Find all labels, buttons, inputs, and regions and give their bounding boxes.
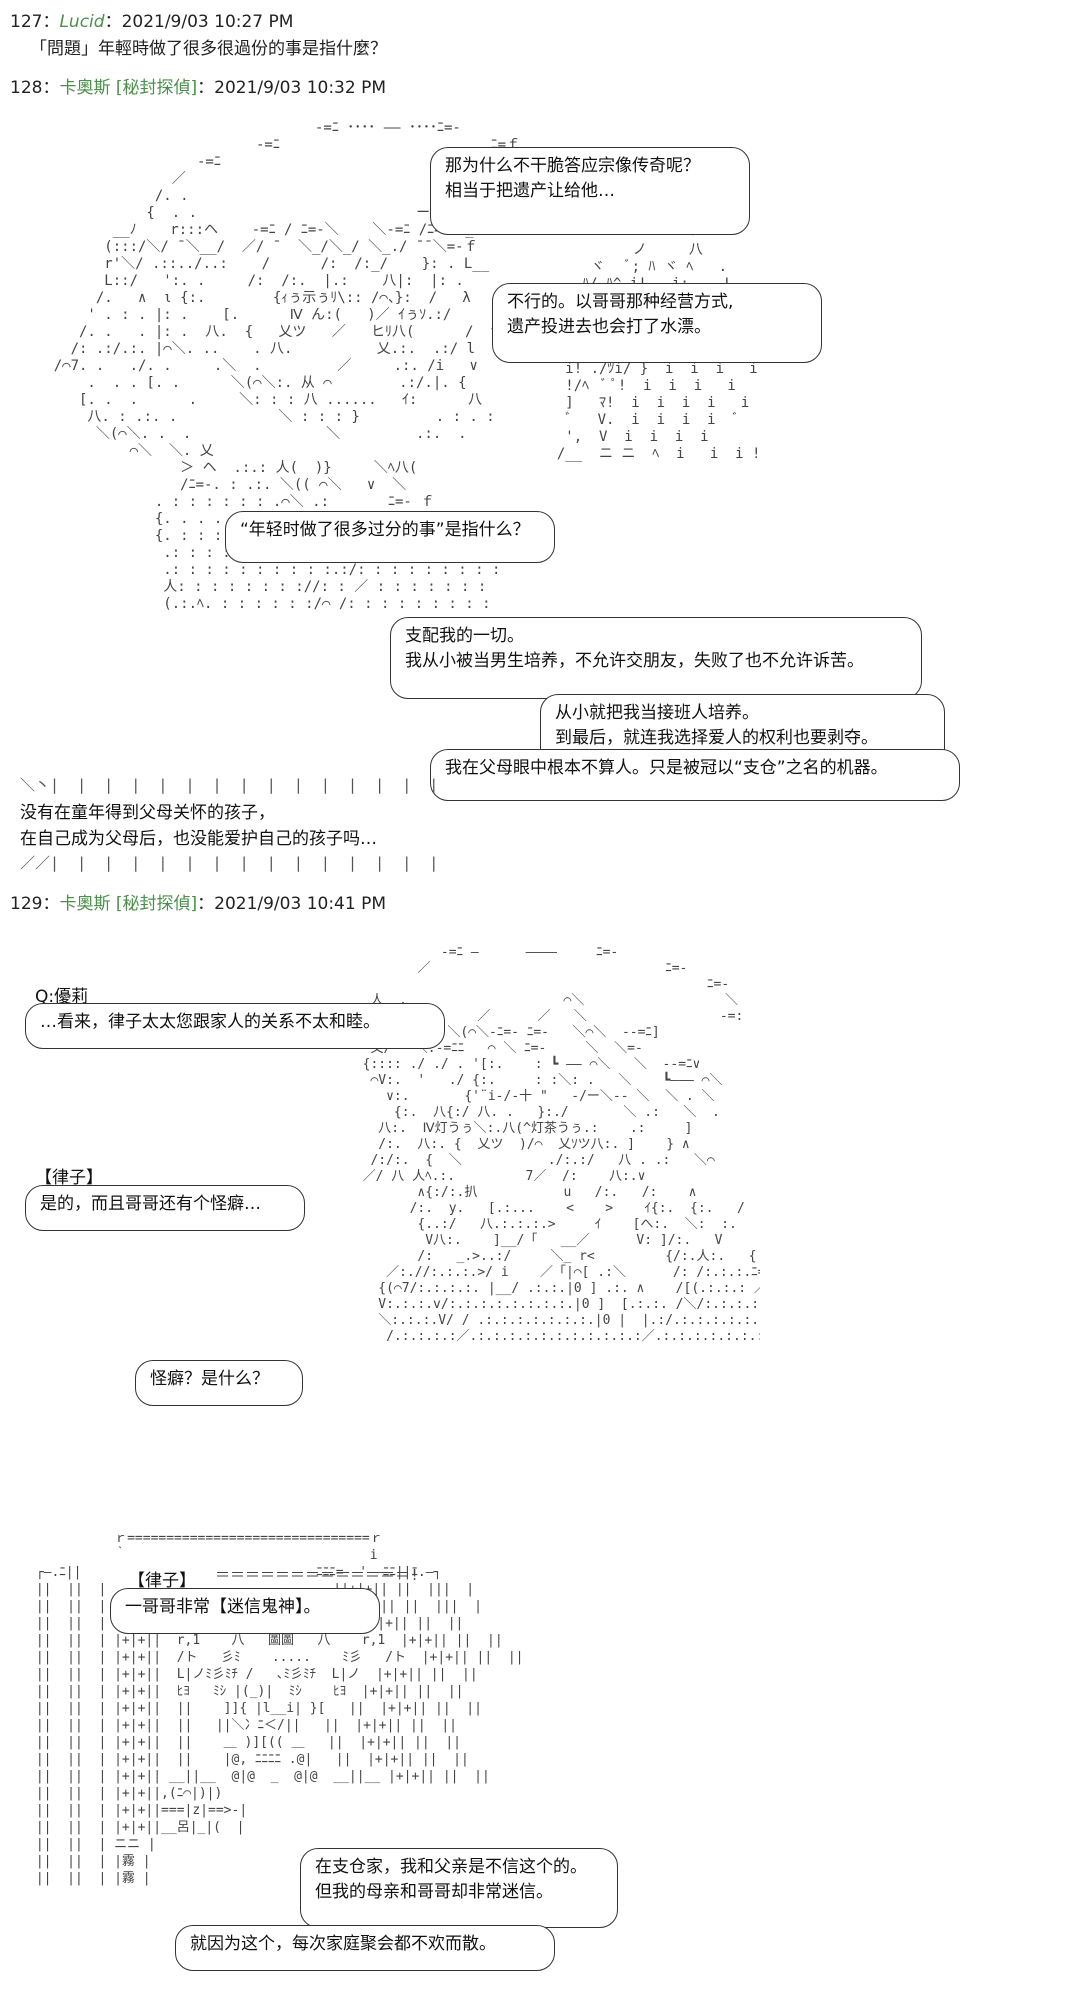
post-header-129: 129：卡奧斯 [秘封探偵]：2021/9/03 10:41 PM	[10, 894, 387, 914]
bubble-line: 怪癖？是什么？	[150, 1369, 269, 1389]
poster-name[interactable]: 卡奧斯 [秘封探偵]	[59, 78, 198, 98]
bubble-line: 但我的母亲和哥哥却非常迷信。	[315, 1882, 553, 1902]
speaker-label-r2: 【律子】	[128, 1571, 196, 1591]
speech-bubble-q2: 怪癖？是什么？	[135, 1360, 303, 1406]
bubble-line: 就因为这个，每次家庭聚会都不欢而散。	[190, 1934, 496, 1954]
speech-bubble-6: 我在父母眼中根本不算人。只是被冠以“支仓”之名的机器。	[430, 749, 960, 801]
caption-line: 没有在童年得到父母关怀的孩子，	[20, 803, 275, 823]
ascii-art-figure-2: -=ﾆ ― ―――― ﾆ=- ／ ﾆ=- ﾆ=- 人__. ⌒＼ ＼ ＼	[362, 945, 760, 1344]
post-body-127: 「問題」年輕時做了很多很過份的事是指什麼？	[30, 39, 387, 59]
poster-name[interactable]: 卡奧斯 [秘封探偵]	[59, 894, 198, 914]
post-header-128: 128：卡奧斯 [秘封探偵]：2021/9/03 10:32 PM	[10, 78, 387, 98]
speech-bubble-q1: …看来，律子太太您跟家人的关系不太和睦。	[25, 1003, 445, 1049]
post-number: 127	[10, 12, 43, 32]
bubble-line: 在支仓家，我和父亲是不信这个的。	[315, 1857, 587, 1877]
post-date: 2021/9/03 10:32 PM	[214, 78, 387, 98]
bubble-line: 从小就把我当接班人培养。	[555, 703, 759, 723]
bubble-line: 是的，而且哥哥还有个怪癖…	[40, 1194, 261, 1214]
spike-border-top: ＼丶| | | | | | | | | | | | | | | | | | | …	[20, 776, 460, 794]
speech-bubble-r1: 是的，而且哥哥还有个怪癖…	[25, 1185, 305, 1231]
speech-bubble-r3: 在支仓家，我和父亲是不信这个的。 但我的母亲和哥哥却非常迷信。	[300, 1848, 618, 1928]
post-date: 2021/9/03 10:41 PM	[214, 894, 387, 914]
speech-bubble-1: 那为什么不干脆答应宗像传奇呢？ 相当于把遗产让给他…	[430, 147, 750, 235]
bubble-line: 遗产投进去也会打了水漂。	[507, 317, 711, 337]
speech-bubble-4: 支配我的一切。 我从小被当男生培养，不允许交朋友，失败了也不允许诉苦。	[390, 617, 922, 699]
post-date: 2021/9/03 10:27 PM	[121, 12, 294, 32]
post-header-127: 127：Lucid：2021/9/03 10:27 PM	[10, 12, 294, 32]
bubble-line: 不行的。以哥哥那种经营方式,	[507, 292, 734, 312]
bubble-line: 一哥哥非常【迷信鬼神】。	[125, 1597, 321, 1617]
bubble-line: 我在父母眼中根本不算人。只是被冠以“支仓”之名的机器。	[445, 758, 888, 778]
speaker-label-q: Q:優莉	[35, 987, 89, 1007]
bubble-line: 那为什么不干脆答应宗像传奇呢？	[445, 156, 700, 176]
bubble-line: 支配我的一切。	[405, 626, 524, 646]
poster-name[interactable]: Lucid	[59, 12, 105, 32]
caption-line: 在自己成为父母后，也没能爱护自己的孩子吗…	[20, 829, 377, 849]
bubble-line: 相当于把遗产让给他…	[445, 181, 615, 201]
spike-border-bottom: ／／| | | | | | | | | | | | | | | | | | | …	[20, 854, 460, 872]
equals-rule: ＝＝＝＝＝＝＝＝＝＝＝＝＝!	[215, 1566, 420, 1584]
speaker-label-r: 【律子】	[35, 1168, 103, 1188]
bubble-line: “年轻时做了很多过分的事”是指什么？	[240, 520, 530, 540]
post-number: 128	[10, 78, 43, 98]
bubble-line: 到最后，就连我选择爱人的权利也要剥夺。	[555, 728, 878, 748]
speech-bubble-r4: 就因为这个，每次家庭聚会都不欢而散。	[175, 1925, 555, 1971]
bubble-line: 我从小被当男生培养，不允许交朋友，失败了也不允许诉苦。	[405, 651, 864, 671]
bubble-line: …看来，律子太太您跟家人的关系不太和睦。	[40, 1012, 380, 1032]
post-number: 129	[10, 894, 43, 914]
caption-text: 没有在童年得到父母关怀的孩子， 在自己成为父母后，也没能爱护自己的孩子吗…	[20, 800, 377, 852]
speech-bubble-r2: 一哥哥非常【迷信鬼神】。	[110, 1588, 380, 1634]
speech-bubble-2: 不行的。以哥哥那种经营方式, 遗产投进去也会打了水漂。	[492, 283, 822, 363]
speech-bubble-3: “年轻时做了很多过分的事”是指什么？	[225, 511, 555, 563]
